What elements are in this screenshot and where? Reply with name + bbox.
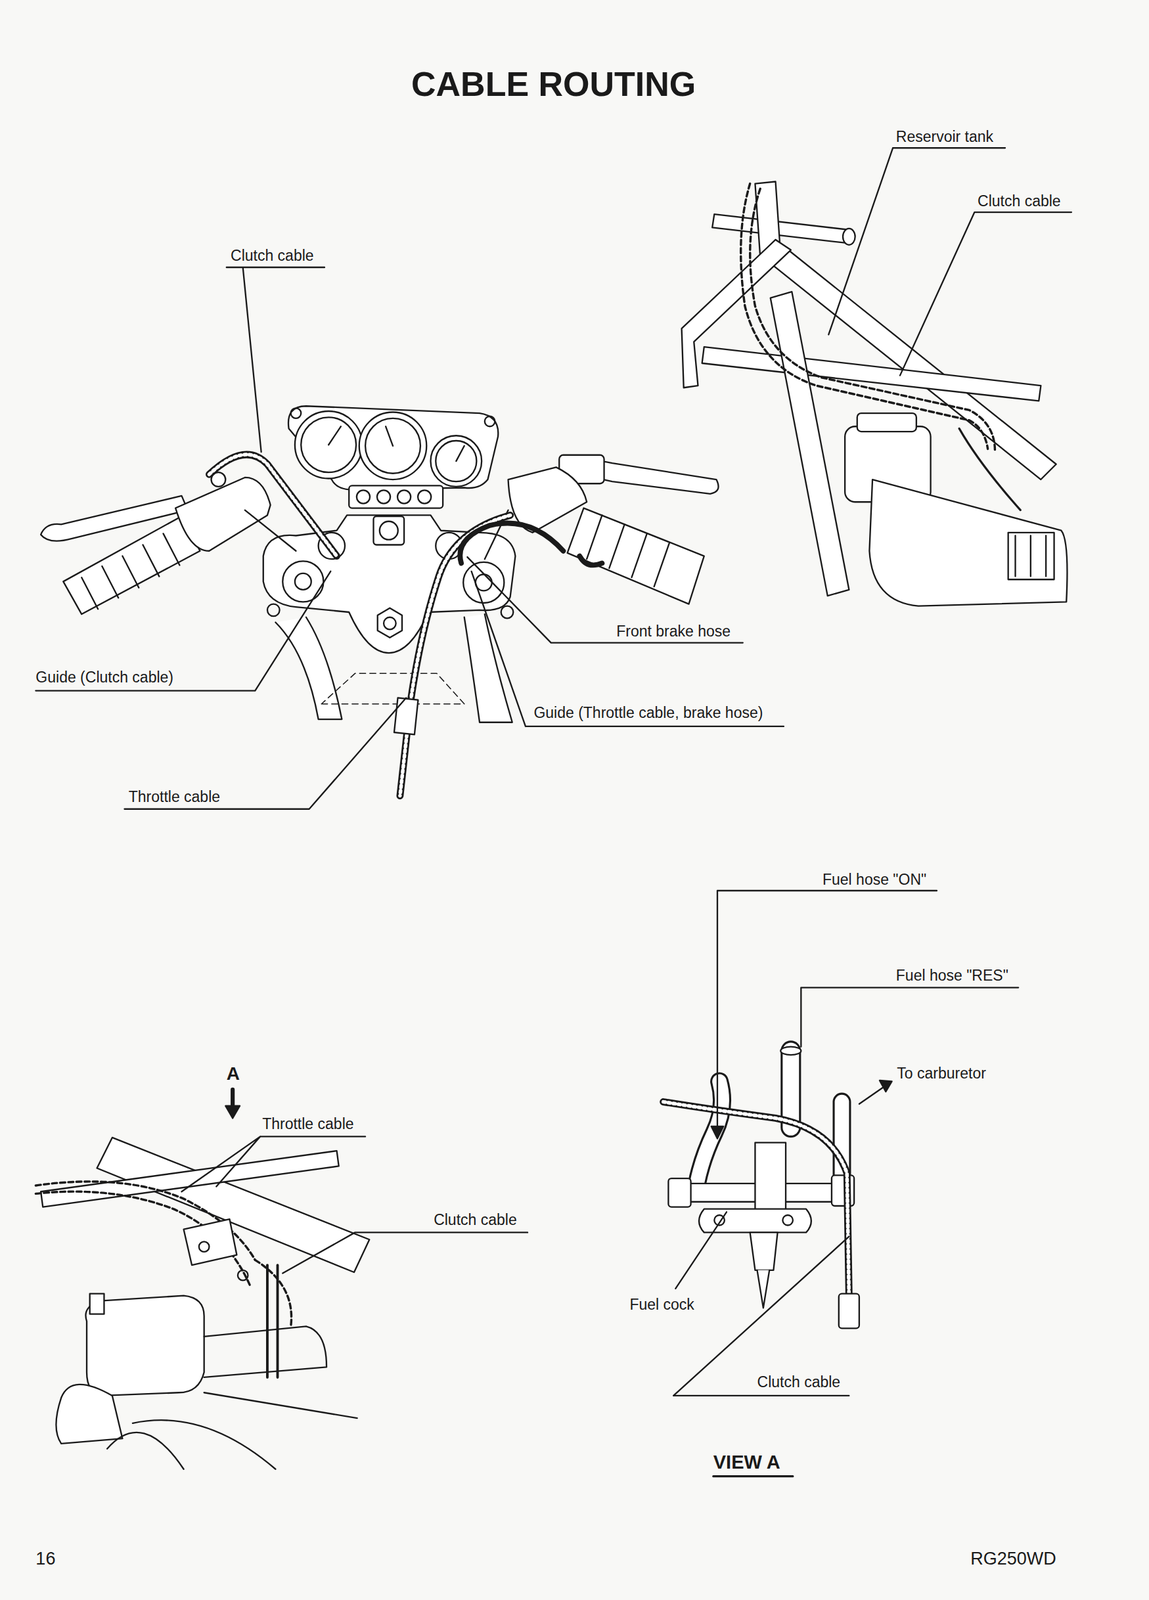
- part-label: Fuel hose "ON": [822, 872, 927, 888]
- part-label: Clutch cable: [230, 248, 315, 264]
- part-label: Guide (Clutch cable): [35, 670, 174, 686]
- part-label: Guide (Throttle cable, brake hose): [533, 705, 763, 721]
- part-label: 16: [35, 1550, 56, 1569]
- part-label: A: [226, 1064, 240, 1084]
- part-label: Throttle cable: [262, 1116, 354, 1132]
- part-label: Front brake hose: [616, 624, 731, 640]
- part-label: Clutch cable: [433, 1212, 518, 1228]
- part-label: Reservoir tank: [896, 129, 994, 145]
- part-label: Clutch cable: [757, 1374, 841, 1391]
- part-label: Throttle cable: [128, 789, 221, 805]
- part-label: RG250WD: [970, 1550, 1057, 1569]
- part-label: Clutch cable: [977, 193, 1061, 209]
- part-label: To carburetor: [896, 1066, 987, 1082]
- part-label: Fuel hose "RES": [896, 968, 1009, 984]
- part-label: VIEW A: [713, 1453, 781, 1473]
- page-title: CABLE ROUTING: [411, 67, 696, 102]
- part-label: Fuel cock: [629, 1297, 694, 1313]
